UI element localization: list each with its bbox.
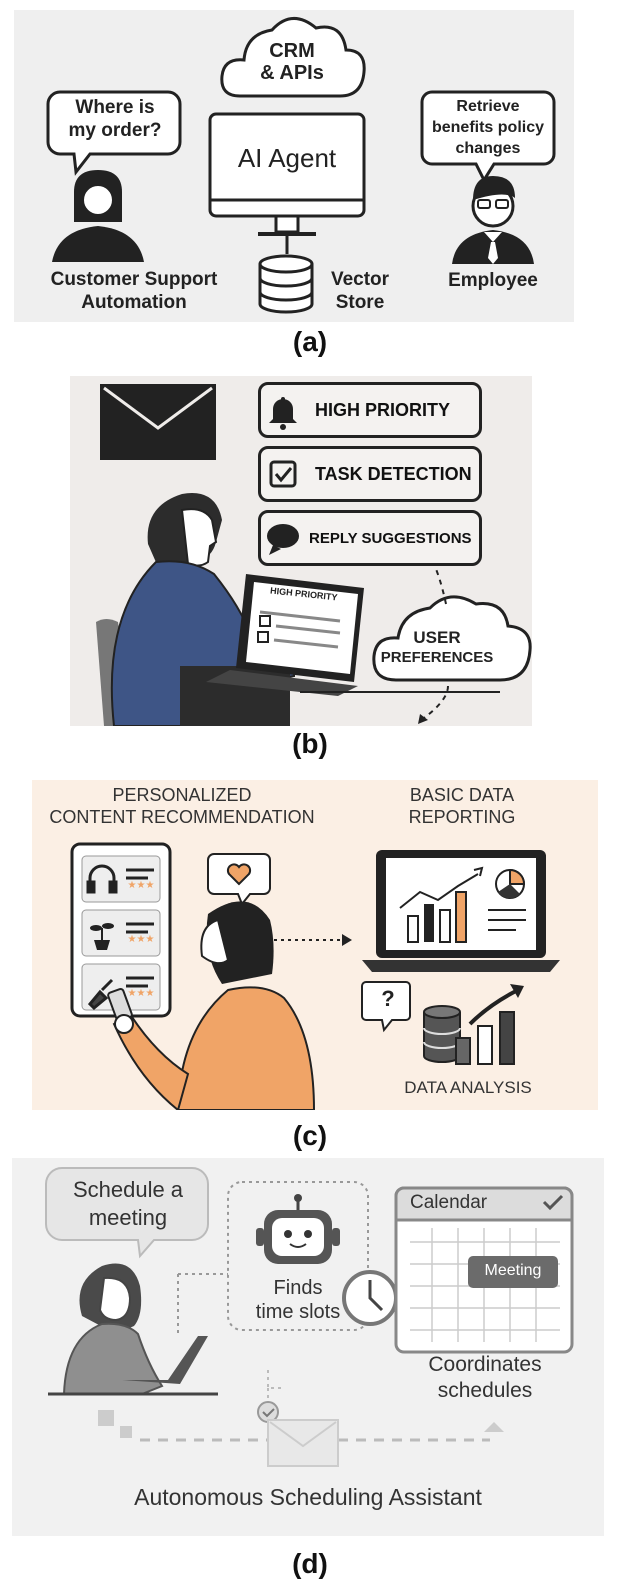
employee-speech-bubble bbox=[420, 90, 556, 184]
high-priority-label: HIGH PRIORITY bbox=[315, 399, 451, 420]
heart-icon bbox=[226, 863, 252, 886]
question-mark: ? bbox=[381, 986, 395, 1011]
reply-suggestions-badge: REPLY SUGGESTIONS bbox=[258, 510, 482, 566]
person-at-laptop-icon bbox=[110, 493, 295, 726]
chat-bubble-icon bbox=[267, 524, 299, 555]
ai-agent-label: AI Agent bbox=[237, 143, 337, 173]
trowel-icon bbox=[87, 978, 114, 1011]
task-detection-label: TASK DETECTION bbox=[315, 463, 472, 484]
panel-c-drawing bbox=[70, 842, 560, 1110]
checkbox-icon bbox=[269, 460, 297, 488]
faded-envelope-icon bbox=[267, 1419, 339, 1467]
employee-label: Employee bbox=[448, 270, 538, 291]
customer-person-icon bbox=[52, 170, 144, 262]
crm-cloud-icon bbox=[220, 17, 366, 98]
plant-icon bbox=[90, 923, 114, 950]
envelope-icon bbox=[100, 384, 216, 460]
user-preferences-cloud-icon bbox=[372, 595, 532, 682]
caption-c: (c) bbox=[292, 1120, 328, 1151]
high-priority-badge: HIGH PRIORITY bbox=[258, 382, 482, 438]
employee-person-icon bbox=[452, 176, 534, 264]
caption-d: (d) bbox=[292, 1548, 328, 1579]
rating-stars-3: ★★★ bbox=[127, 988, 155, 999]
panel-d-drawing bbox=[45, 1167, 574, 1467]
rating-stars-2: ★★★ bbox=[127, 934, 155, 945]
question-speech-bubble bbox=[361, 981, 411, 1033]
panel-a-drawing bbox=[46, 17, 556, 314]
laptop-chart-icon bbox=[362, 850, 560, 972]
panel-b-drawing bbox=[96, 384, 532, 726]
robot-icon bbox=[256, 1194, 340, 1264]
schedule-speech-bubble bbox=[45, 1167, 209, 1259]
crm-cloud-label: CRM& APIs bbox=[260, 40, 324, 84]
reply-suggestions-label: REPLY SUGGESTIONS bbox=[309, 529, 472, 547]
caption-b: (b) bbox=[292, 728, 328, 759]
dashed-arrow-down bbox=[423, 685, 449, 719]
data-analysis-label: DATA ANALYSIS bbox=[404, 1078, 532, 1097]
customer-speech-bubble bbox=[46, 90, 182, 176]
calendar-title: Calendar bbox=[410, 1192, 488, 1213]
database-icon bbox=[258, 254, 314, 314]
panel-b: HIGH PRIORITY TASK DETECTION REPLY SUGGE… bbox=[70, 376, 532, 726]
rating-stars-1: ★★★ bbox=[127, 880, 155, 891]
woman-with-phone-icon bbox=[107, 901, 316, 1110]
meeting-label: Meeting bbox=[484, 1262, 542, 1279]
scheduling-assistant-title: Autonomous Scheduling Assistant bbox=[134, 1484, 482, 1510]
calendar-icon bbox=[394, 1186, 574, 1354]
finds-slots-box bbox=[227, 1181, 369, 1331]
caption-a: (a) bbox=[292, 326, 328, 357]
bell-icon bbox=[269, 397, 297, 430]
data-analysis-icon bbox=[423, 984, 524, 1065]
task-detection-badge: TASK DETECTION bbox=[258, 446, 482, 502]
headphones-icon bbox=[88, 864, 116, 886]
woman-at-laptop-icon bbox=[48, 1263, 218, 1396]
